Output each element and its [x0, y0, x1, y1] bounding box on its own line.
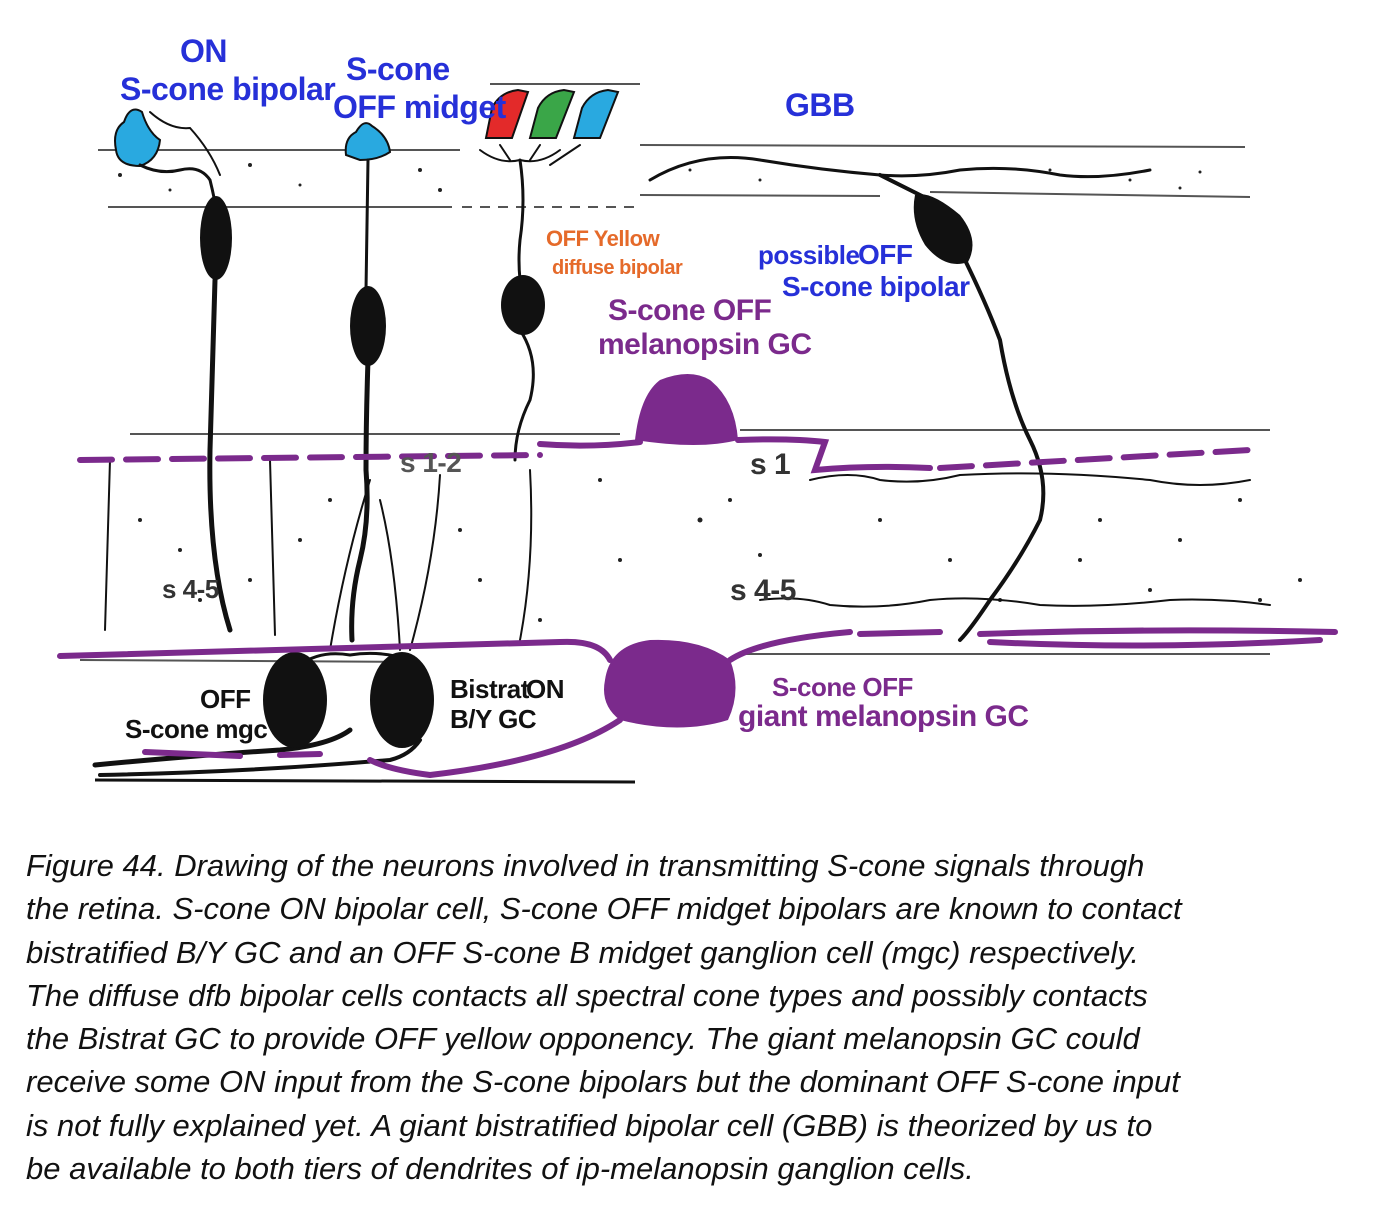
m-cone [528, 88, 576, 139]
label-bistrat-on: ON [526, 674, 564, 704]
diagram-labels: ON S-cone bipolar S-cone OFF midget GBB … [120, 33, 1029, 744]
giant-melanopsin-gc-soma [604, 639, 736, 728]
label-diffuse-bipolar: diffuse bipolar [552, 257, 683, 279]
label-s12: s 1-2 [400, 447, 461, 478]
caption-line: receive some ON input from the S-cone bi… [26, 1064, 1180, 1100]
on-bipolar-s-cone-terminal [114, 108, 162, 168]
label-s1: s 1 [750, 448, 790, 481]
off-yellow-soma [501, 275, 545, 335]
label-possible-off: OFF [858, 239, 913, 270]
on-bipolar-soma [200, 196, 232, 280]
bistrat-soma [370, 652, 434, 748]
label-possible: possible [758, 240, 860, 270]
caption-line: The diffuse dfb bipolar cells contacts a… [26, 977, 1148, 1013]
label-s-cone-bipolar: S-cone bipolar [120, 71, 335, 107]
gbb-soma [913, 194, 973, 264]
label-giant-1: S-cone OFF [772, 672, 913, 702]
label-s45-left: s 4-5 [162, 574, 219, 604]
off-midget-soma [350, 286, 386, 366]
label-on: ON [180, 33, 227, 69]
retina-neuron-diagram: ON S-cone bipolar S-cone OFF midget GBB … [57, 33, 1338, 784]
label-giant-2: giant melanopsin GC [738, 700, 1029, 733]
label-s45-right: s 4-5 [730, 574, 796, 607]
melanopsin-cells [57, 374, 1338, 779]
caption-line: bistratified B/Y GC and an OFF S-cone B … [26, 934, 1140, 970]
caption-line: is not fully explained yet. A giant bist… [26, 1107, 1153, 1143]
label-bistrat: Bistrat [450, 674, 530, 704]
label-melanopsin-1: S-cone OFF [608, 294, 772, 327]
label-gbb: GBB [785, 87, 855, 123]
label-off-mgc-1: OFF [200, 684, 251, 714]
figure-caption: Figure 44. Drawing of the neurons involv… [26, 844, 1371, 1190]
label-by-gc: B/Y GC [450, 704, 537, 734]
label-melanopsin-2: melanopsin GC [598, 328, 812, 361]
black-somata [200, 194, 973, 748]
caption-line: Figure 44. Drawing of the neurons involv… [26, 848, 1145, 883]
label-s-cone: S-cone [346, 51, 450, 87]
off-midget-s-cone-terminal [344, 122, 392, 162]
caption-line: be available to both tiers of dendrites … [26, 1151, 974, 1187]
off-mgc-soma [263, 652, 327, 748]
caption-line: the retina. S-cone ON bipolar cell, S-co… [26, 891, 1182, 927]
s-cone [572, 88, 620, 139]
melanopsin-gc-soma [635, 374, 738, 445]
cone-photoreceptors [484, 88, 620, 139]
label-off-midget: OFF midget [333, 89, 507, 125]
label-off-mgc-2: S-cone mgc [125, 714, 267, 744]
speckle-dots [118, 163, 1302, 622]
label-possible-s-cone-bipolar: S-cone bipolar [782, 271, 970, 302]
caption-line: the Bistrat GC to provide OFF yellow opp… [26, 1021, 1140, 1057]
l-cone [484, 88, 530, 139]
label-off-yellow: OFF Yellow [546, 226, 661, 251]
